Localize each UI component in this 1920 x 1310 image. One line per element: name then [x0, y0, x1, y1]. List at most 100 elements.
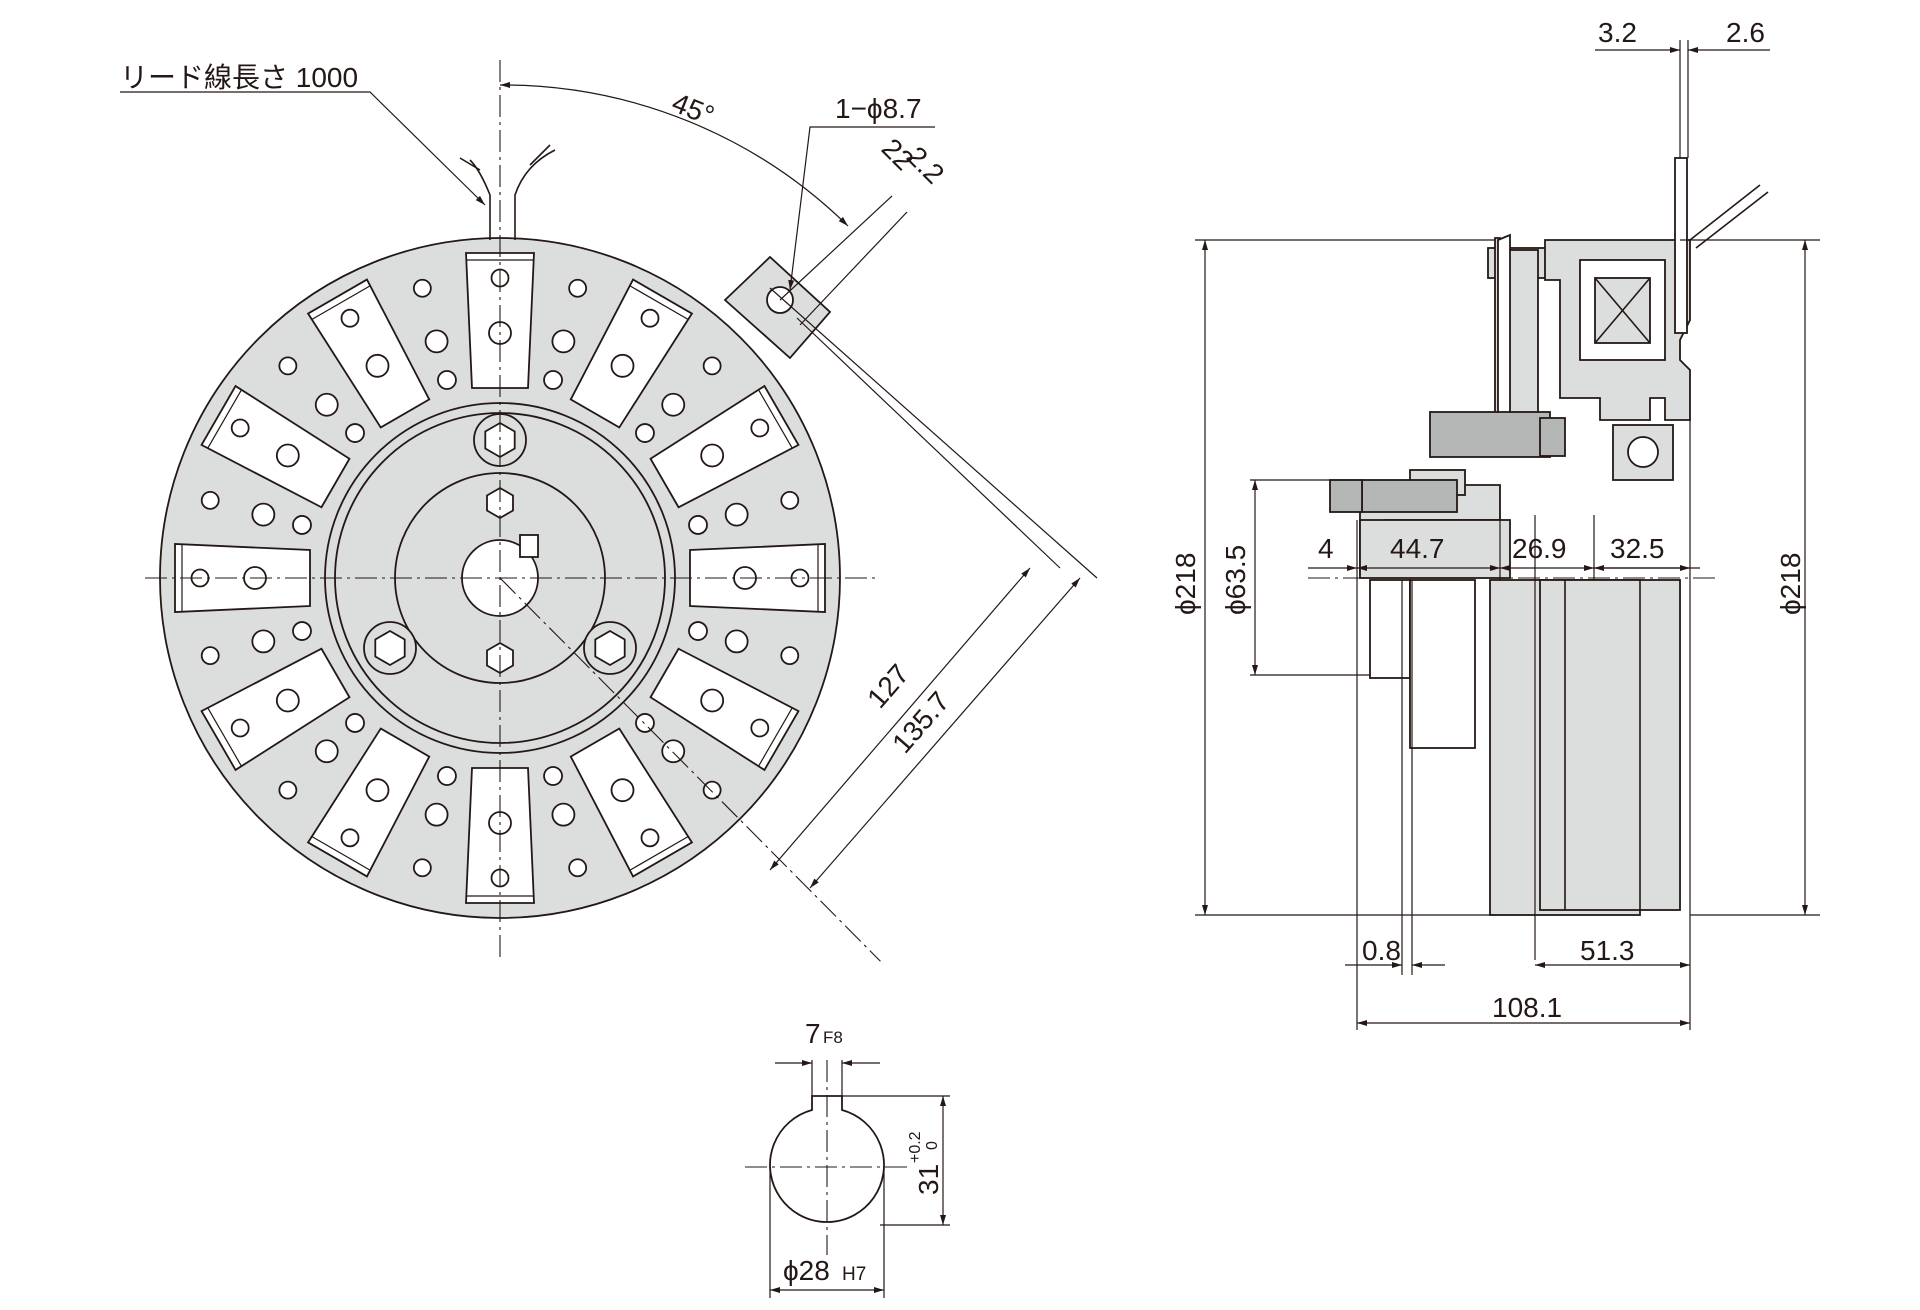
rotor-slot — [306, 727, 431, 878]
rotor-slot — [200, 384, 351, 509]
vent-hole — [543, 766, 563, 786]
rotor-slot — [649, 384, 800, 509]
vent-hole — [551, 329, 576, 354]
vent-hole — [724, 502, 749, 527]
vent-hole — [543, 370, 563, 390]
vent-hole — [200, 646, 220, 666]
vent-hole — [688, 515, 708, 535]
vent-hole — [724, 629, 749, 654]
vent-hole — [780, 490, 800, 510]
vent-hole — [437, 370, 457, 390]
vent-hole — [412, 858, 432, 878]
bolt-2 — [1361, 479, 1458, 513]
vent-hole — [635, 423, 655, 443]
vent-hole — [424, 329, 449, 354]
terminal — [1674, 157, 1688, 334]
slot-edge — [311, 285, 371, 321]
vent-hole — [640, 308, 660, 328]
hole-leader — [788, 126, 935, 291]
slot-body — [569, 727, 694, 878]
hub-sleeve — [1409, 579, 1476, 749]
vent-hole — [345, 713, 365, 733]
vent-hole — [610, 353, 635, 378]
vent-hole — [275, 688, 300, 713]
vent-hole — [610, 778, 635, 803]
lead-wire-leader — [120, 91, 486, 206]
vent-hole — [365, 353, 390, 378]
slot-edge — [311, 835, 371, 871]
slot-edge — [757, 389, 793, 449]
vent-hole — [700, 443, 725, 468]
slot-body — [306, 278, 431, 429]
bearing-ball — [1627, 436, 1659, 468]
lead-wire-1 — [469, 159, 491, 240]
vent-hole — [292, 515, 312, 535]
vent-hole — [661, 392, 686, 417]
vent-hole — [292, 621, 312, 641]
phi-63-5-label: ϕ63.5 — [1220, 545, 1251, 615]
vent-hole — [278, 780, 298, 800]
dim-108-1-label: 108.1 — [1492, 992, 1562, 1023]
slot-body — [200, 384, 351, 509]
vent-hole — [702, 356, 722, 376]
side-view — [1195, 40, 1820, 1030]
dim-4-label: 4 — [1318, 533, 1334, 564]
rotor-slot — [569, 727, 694, 878]
rotor-slot — [306, 278, 431, 429]
vent-hole — [278, 356, 298, 376]
vent-hole — [251, 502, 276, 527]
slot-edge — [207, 389, 243, 449]
vent-hole — [568, 278, 588, 298]
front-view — [120, 60, 1098, 962]
dim-127-label: 127 — [861, 658, 915, 714]
slot-body — [200, 647, 351, 772]
hex-bolt — [374, 629, 406, 667]
vent-hole — [700, 688, 725, 713]
dim-0-8-label: 0.8 — [1362, 935, 1401, 966]
vent-hole — [340, 828, 360, 848]
slot-body — [569, 278, 694, 429]
hole-label: 1−ϕ8.7 — [835, 93, 922, 124]
phi-218-right-label: ϕ218 — [1775, 553, 1806, 615]
bore-label: ϕ28 — [783, 1255, 830, 1286]
key-height-tol-up: +0.2 — [907, 1131, 924, 1163]
slot-edge — [207, 707, 243, 767]
vent-hole — [200, 490, 220, 510]
slot-edge — [629, 835, 689, 871]
slot-edge — [629, 285, 689, 321]
lead-wire-2 — [514, 149, 556, 240]
bore-keyway — [519, 534, 539, 558]
phi-218-left-label: ϕ218 — [1170, 553, 1201, 615]
vent-hole — [780, 646, 800, 666]
angle-label: 45° — [668, 87, 719, 132]
vent-hole — [314, 739, 339, 764]
bore-tol: H7 — [842, 1264, 866, 1285]
dim-51-3-label: 51.3 — [1580, 935, 1635, 966]
hub-lower — [1369, 579, 1411, 679]
dim-3-2-label: 3.2 — [1598, 17, 1637, 48]
vent-hole — [412, 278, 432, 298]
vent-hole — [251, 629, 276, 654]
keyway-detail — [745, 1060, 950, 1298]
vent-hole — [230, 418, 250, 438]
vent-hole — [314, 392, 339, 417]
armature-plate — [1507, 249, 1539, 416]
dim-32-5-label: 32.5 — [1610, 533, 1665, 564]
rotor — [1539, 579, 1681, 911]
centerline-diagonal — [499, 577, 881, 962]
vent-hole — [437, 766, 457, 786]
key-width-tol: F8 — [823, 1028, 843, 1047]
dim-26-9-label: 26.9 — [1512, 533, 1567, 564]
dim-44-7-label: 44.7 — [1390, 533, 1445, 564]
vent-hole — [275, 443, 300, 468]
vent-hole — [568, 858, 588, 878]
vent-hole — [640, 828, 660, 848]
vent-hole — [750, 418, 770, 438]
vent-hole — [340, 308, 360, 328]
dim-2-6-label: 2.6 — [1726, 17, 1765, 48]
vent-hole — [551, 802, 576, 827]
key-height-tol-dn: 0 — [924, 1141, 941, 1150]
bolt-1 — [1429, 411, 1551, 458]
angle-arc — [499, 81, 849, 227]
